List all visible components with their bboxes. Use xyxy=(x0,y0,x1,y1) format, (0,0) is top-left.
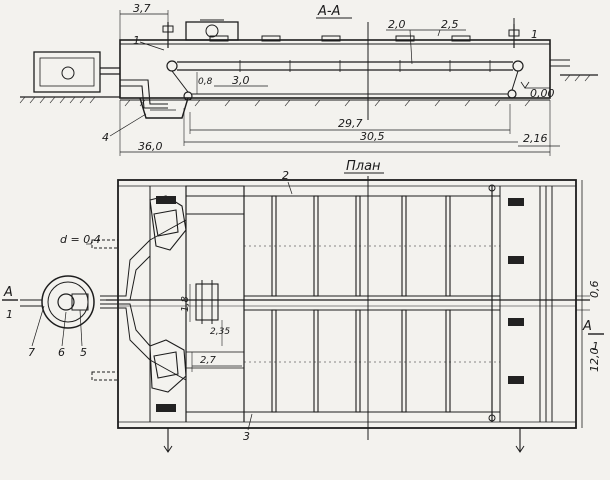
cut-right-letter: А xyxy=(582,319,592,334)
dim-2-7: 2,7 xyxy=(200,355,217,366)
plan-title: План xyxy=(346,159,381,174)
section-title: А-А xyxy=(317,4,340,19)
section-view: А-А xyxy=(19,2,598,156)
mark-6: 6 xyxy=(58,346,65,359)
mark-1-right: 1 xyxy=(531,28,538,41)
dim-2-5: 2,5 xyxy=(441,18,459,31)
dim-3-0: 3,0 xyxy=(232,74,250,87)
dim-0-6: 0,6 xyxy=(588,281,601,299)
dim-0-8: 0,8 xyxy=(198,77,213,87)
mark-1-left: 1 xyxy=(133,34,140,47)
cut-right-num: 1 xyxy=(592,340,599,353)
plan-view: План xyxy=(2,159,604,453)
cut-left-letter: А xyxy=(3,285,13,300)
mark-2: 2 xyxy=(282,169,289,182)
dim-2-0: 2,0 xyxy=(388,18,406,31)
mark-5: 5 xyxy=(80,346,87,359)
dim-2-35: 2,35 xyxy=(210,327,230,337)
mark-3: 3 xyxy=(243,430,250,443)
dim-12-0: 12,0 xyxy=(588,348,601,373)
mark-4: 4 xyxy=(102,131,109,144)
dim-2-16: 2,16 xyxy=(523,132,548,145)
dim-36-0: 36,0 xyxy=(138,140,163,153)
cut-left-num: 1 xyxy=(6,308,13,321)
mark-7: 7 xyxy=(28,346,35,359)
dim-1-8: 1,8 xyxy=(180,296,191,312)
sprocket-blocks-right xyxy=(508,198,524,384)
dim-30-5: 30,5 xyxy=(360,130,385,143)
dim-d-0-4: d = 0,4 xyxy=(60,233,101,246)
dim-29-7: 29,7 xyxy=(338,117,363,130)
dim-top-left: 3,7 xyxy=(133,2,151,15)
level-0-00: 0,00 xyxy=(530,87,555,100)
